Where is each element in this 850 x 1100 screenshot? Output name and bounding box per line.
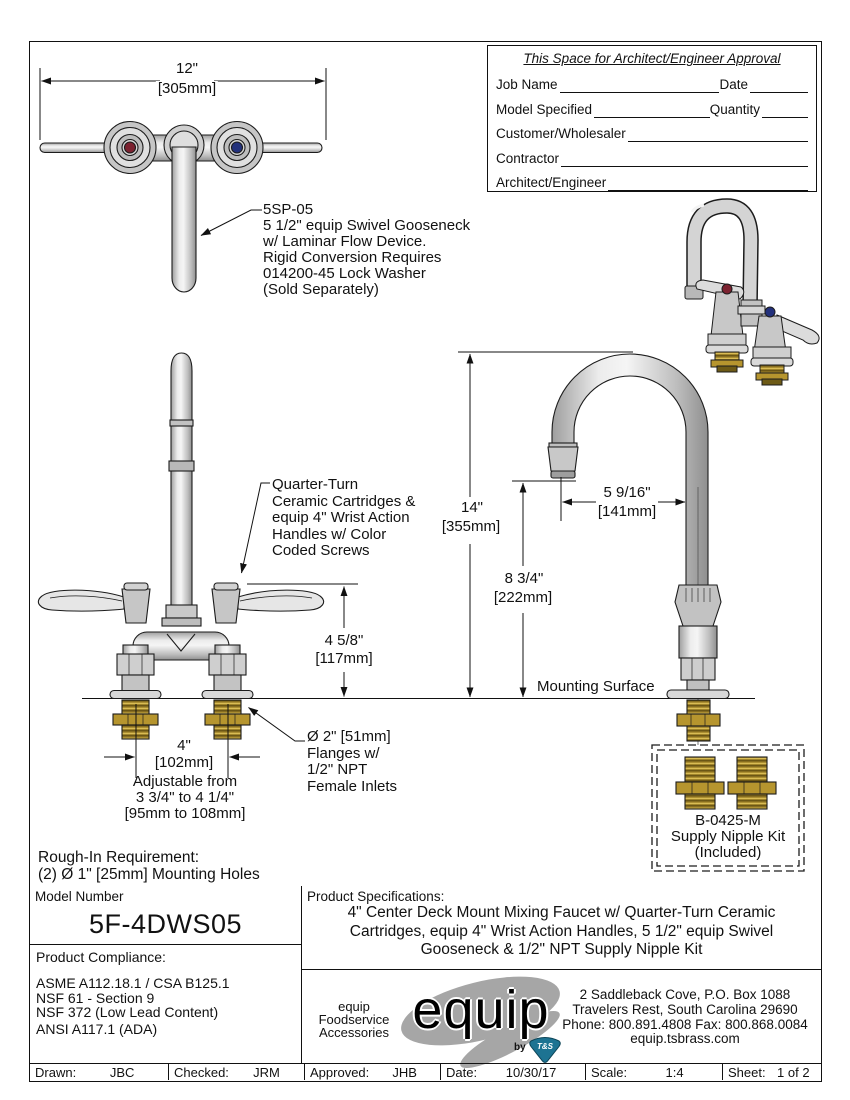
dim-reach-mm: [141mm] <box>595 503 659 521</box>
quantity-blank[interactable] <box>762 102 808 118</box>
specs-text: Gooseneck & 1/2" NPT Supply Nipple Kit <box>420 941 703 958</box>
hot-index-screw <box>123 141 137 154</box>
svg-text:T&S: T&S <box>537 1042 554 1051</box>
ts-shield-icon: T&S <box>529 1037 561 1063</box>
dimension-lines <box>39 68 686 778</box>
specs-text: Cartridges, equip 4" Wrist Action Handle… <box>349 922 774 940</box>
customer-blank[interactable] <box>627 126 808 143</box>
compliance-item: NSF 61 - Section 9 <box>36 989 155 1006</box>
contractor-blank[interactable] <box>561 151 808 167</box>
dim-spout-height-mm: [222mm] <box>491 589 555 607</box>
dim-deck-height-mm: [117mm] <box>313 650 375 668</box>
footer-cell-approved: Approved: JHB <box>304 1064 440 1080</box>
logo-by-label: by <box>514 1042 526 1053</box>
rough-in-note: Rough-In Requirement: (2) Ø 1" [25mm] Mo… <box>38 849 260 883</box>
dim-height-in: 14" <box>458 499 486 517</box>
architect-blank[interactable] <box>608 175 808 191</box>
model-number: 5F-4DWS05 <box>88 909 243 939</box>
approval-row-contractor: Contractor <box>496 142 808 167</box>
dim-centers-in: 4" <box>175 737 193 755</box>
approval-box: This Space for Architect/Engineer Approv… <box>487 45 817 192</box>
kit-label: B-0425-M Supply Nipple Kit (Included) <box>670 812 786 861</box>
dim-centers-mm: [102mm] <box>152 754 216 772</box>
approval-row-architect: Architect/Engineer <box>496 167 808 191</box>
date-blank[interactable] <box>750 77 808 94</box>
job-name-blank[interactable] <box>559 77 720 94</box>
isometric-view-drawing <box>684 198 820 386</box>
brand-tagline: equip Foodservice Accessories <box>318 999 390 1040</box>
footer-cell-drawn: Drawn: JBC <box>35 1064 135 1080</box>
footer-cell-checked: Checked: JRM <box>168 1064 304 1080</box>
cold-index-screw-iso <box>764 306 776 318</box>
title-block-footer: Drawn: JBC Checked: JRM Approved: JHB Da… <box>30 1063 821 1080</box>
dim-reach-in: 5 9/16" <box>601 484 653 502</box>
footer-cell-sheet: Sheet: 1 of 2 <box>722 1064 821 1080</box>
compliance-item: NSF 372 (Low Lead Content) <box>36 1004 219 1021</box>
compliance-item: ANSI A117.1 (ADA) <box>36 1020 158 1037</box>
kit-nipple-left <box>675 756 725 810</box>
model-number-box: Model Number 5F-4DWS05 <box>30 886 302 945</box>
equip-logo: equip <box>412 980 550 1040</box>
footer-cell-scale: Scale: 1:4 <box>585 1064 722 1080</box>
specs-label: Product Specifications: <box>307 889 445 904</box>
brand-address: 2 Saddleback Cove, P.O. Box 1088 Travele… <box>556 987 814 1047</box>
approval-row-job-name: Job Name Date <box>496 69 808 94</box>
page-border <box>29 41 822 1082</box>
approval-row-model-specified: Model Specified Quantity <box>496 93 808 118</box>
dim-width-in: 12" <box>173 60 201 78</box>
compliance-label: Product Compliance: <box>36 949 166 965</box>
kit-nipple-right <box>727 756 777 810</box>
spout-callout: 5SP-05 5 1/2" equip Swivel Gooseneck w/ … <box>263 201 471 298</box>
approval-title: This Space for Architect/Engineer Approv… <box>523 51 781 66</box>
compliance-item: ASME A112.18.1 / CSA B125.1 <box>36 975 230 991</box>
mounting-surface-label: Mounting Surface <box>537 678 655 695</box>
cartridge-callout: Quarter-Turn Ceramic Cartridges & equip … <box>272 476 416 559</box>
model-number-label: Model Number <box>35 889 124 904</box>
compliance-box: Product Compliance: ASME A112.18.1 / CSA… <box>30 945 302 1063</box>
specs-box: Product Specifications: 4" Center Deck M… <box>302 886 821 970</box>
cold-index-screw <box>230 141 244 154</box>
brand-website[interactable]: equip.tsbrass.com <box>630 1031 740 1047</box>
brand-box: equip Foodservice Accessories equip by T… <box>302 963 821 1077</box>
dim-spout-height-in: 8 3/4" <box>502 570 546 588</box>
adjustable-note: Adjustable from 3 3/4" to 4 1/4" [95mm t… <box>124 773 246 822</box>
specs-text: 4" Center Deck Mount Mixing Faucet w/ Qu… <box>347 904 776 921</box>
model-specified-blank[interactable] <box>594 102 710 118</box>
dim-deck-height-in: 4 5/8" <box>322 632 366 650</box>
top-view-drawing <box>39 120 323 293</box>
side-view-drawing <box>547 353 730 745</box>
footer-cell-date: Date: 10/30/17 <box>440 1064 585 1080</box>
flange-callout: Ø 2" [51mm] Flanges w/ 1/2" NPT Female I… <box>307 728 398 795</box>
supply-nipple-side <box>676 699 721 742</box>
approval-row-customer: Customer/Wholesaler <box>496 118 808 143</box>
supply-nipple-kit-box <box>651 744 805 872</box>
hot-index-screw-iso <box>721 283 733 295</box>
dim-width-mm: [305mm] <box>155 80 219 98</box>
dim-height-mm: [355mm] <box>439 518 503 536</box>
